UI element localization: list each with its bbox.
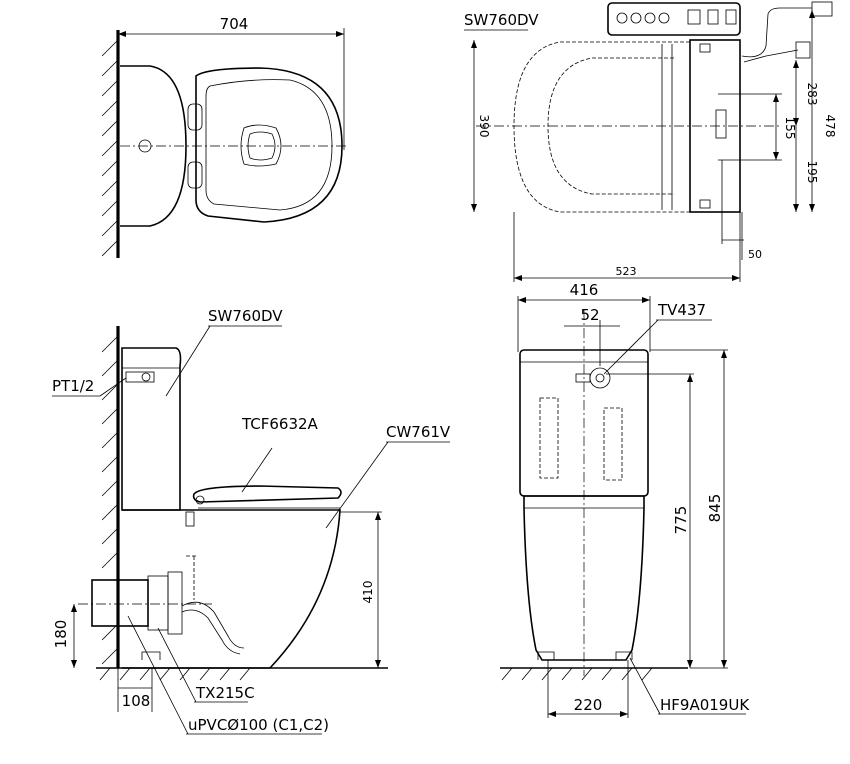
dim-410: 410 (361, 581, 375, 604)
hinge-top (187, 103, 203, 131)
front-view: 416 52 TV437 775 845 220 HF9A019UK (500, 281, 750, 718)
hose (741, 7, 812, 58)
label-tv437: TV437 (657, 301, 706, 319)
seat-plan (205, 79, 333, 211)
remote-control (607, 2, 741, 36)
dim-108: 108 (122, 692, 151, 710)
plan-view: 704 (101, 15, 348, 258)
label-sw760dv-side: SW760DV (208, 307, 283, 325)
label-pt12: PT1/2 (52, 377, 94, 395)
side-bowl (122, 509, 341, 669)
hinge-bottom (187, 161, 203, 189)
dim-775: 775 (672, 506, 690, 535)
seat-top-view: SW760DV 390 523 478 (464, 1, 837, 282)
dim-50: 50 (748, 248, 762, 261)
tank-plan (120, 65, 187, 227)
drain-pipe (91, 579, 149, 627)
bowl-opening (240, 124, 282, 167)
side-tank (121, 347, 182, 511)
label-upvc: uPVCØ100 (C1,C2) (188, 716, 329, 734)
dim-416: 416 (570, 281, 599, 299)
dim-704: 704 (220, 15, 249, 33)
label-hf9a019uk: HF9A019UK (660, 696, 750, 714)
seat-outline (513, 41, 690, 213)
label-sw760dv-top: SW760DV (464, 11, 539, 29)
front-bowl (523, 495, 645, 661)
dim-155: 155 (783, 117, 797, 140)
dim-220: 220 (574, 696, 603, 714)
seat-hinge-lines (661, 44, 673, 210)
dim-390: 390 (477, 115, 491, 138)
seat-body (689, 39, 741, 213)
dim-283: 283 (805, 83, 819, 106)
side-view: 180 108 410 SW760DV PT1/2 TCF6632A CW761… (52, 307, 451, 735)
dim-180: 180 (52, 620, 70, 649)
label-tx215c: TX215C (195, 684, 255, 702)
dim-523: 523 (616, 265, 637, 278)
bowl-plan (195, 67, 343, 223)
label-cw761v: CW761V (386, 423, 451, 441)
dim-845: 845 (706, 494, 724, 523)
flange (147, 575, 169, 631)
label-tcf6632a: TCF6632A (241, 415, 319, 433)
seat-sensor (715, 109, 727, 139)
dim-195: 195 (805, 161, 819, 184)
arrow (118, 31, 126, 37)
side-seat (192, 485, 342, 503)
wall-hatching (101, 39, 119, 257)
dim-478: 478 (823, 115, 837, 138)
dim-52: 52 (580, 306, 599, 324)
side-valve (125, 371, 155, 383)
